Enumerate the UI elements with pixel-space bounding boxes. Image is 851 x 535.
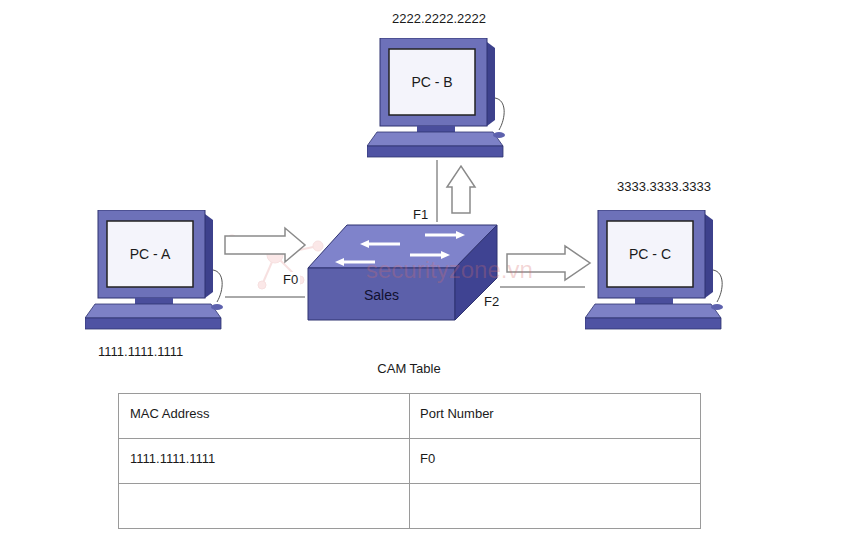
table-cell: Port Number [420, 406, 494, 421]
port-label: F2 [482, 294, 501, 309]
pc-name: PC - B [411, 74, 452, 90]
network-cable [437, 160, 438, 222]
pc-computer: PC - B [367, 38, 507, 160]
flow-arrow [225, 228, 305, 262]
monitor-screen: PC - A [107, 221, 193, 287]
pc-illustration [85, 210, 225, 332]
pc-illustration [585, 210, 725, 332]
mac-address: 1111.1111.1111 [98, 344, 183, 359]
port-label: F1 [411, 207, 430, 222]
network-cable [500, 287, 585, 288]
watermark: securityzone.vn [366, 256, 533, 284]
pc-name: PC - A [130, 246, 170, 262]
table-cell: 1111.1111.1111 [130, 451, 215, 466]
monitor-screen: PC - C [607, 221, 693, 287]
table-title: CAM Table [377, 361, 440, 376]
table-cell: MAC Address [130, 406, 209, 421]
flow-arrow [447, 166, 475, 213]
mac-address: 3333.3333.3333 [617, 179, 711, 194]
monitor-screen: PC - B [389, 49, 475, 115]
switch-name: Sales [364, 287, 399, 303]
pc-name: PC - C [629, 246, 671, 262]
table-cell: F0 [420, 451, 435, 466]
pc-computer: PC - A [85, 210, 225, 332]
pc-illustration [367, 38, 507, 160]
network-cable [225, 297, 305, 298]
port-label: F0 [281, 272, 300, 287]
pc-computer: PC - C [585, 210, 725, 332]
mac-address: 2222.2222.2222 [392, 11, 486, 26]
cam-table-grid [119, 394, 701, 529]
